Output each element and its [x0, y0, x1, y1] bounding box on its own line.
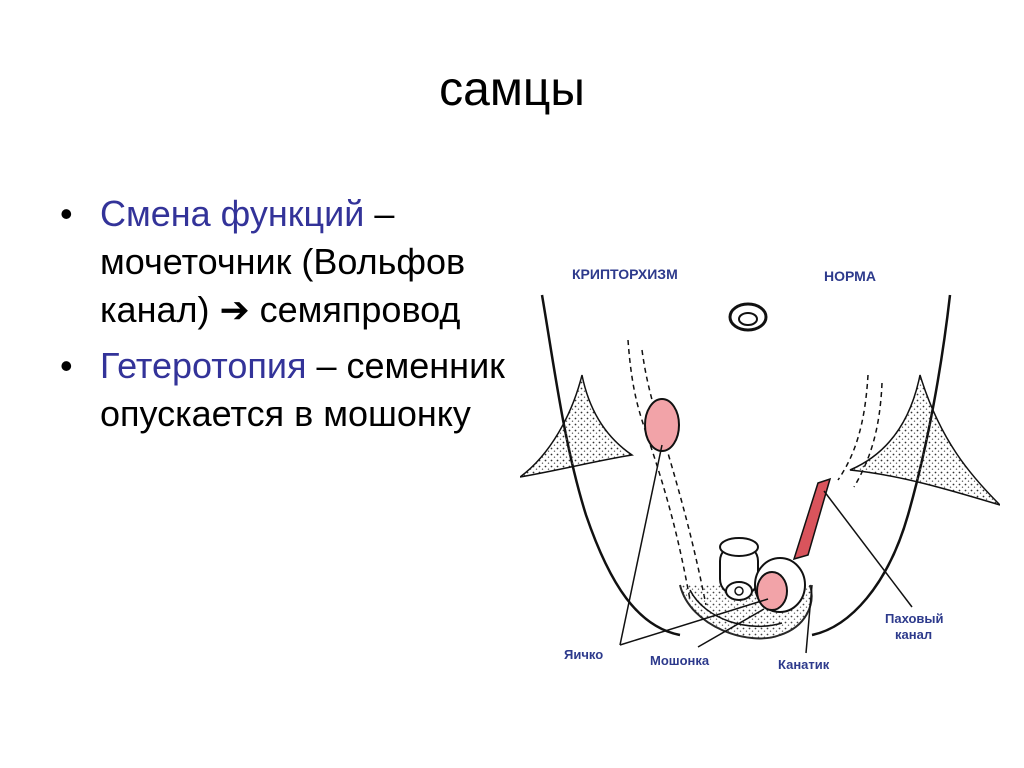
label-cryptorchidism: КРИПТОРХИЗМ — [572, 266, 678, 282]
penis — [719, 537, 759, 601]
right-arrow-icon: ➔ — [219, 289, 250, 330]
label-canal-line1: Паховый — [885, 611, 944, 626]
scrotum-inner — [689, 589, 783, 627]
bullet-item-2: • Гетеротопия – семенник опускается в мо… — [58, 342, 528, 438]
slide-title: самцы — [439, 63, 585, 116]
bullet-2-rest: – семенник опускается в мошонку — [100, 345, 505, 434]
bullet-1-lead: Смена функций — [100, 193, 365, 234]
bullet-item-1: • Смена функций – мочеточник (Вольфов ка… — [58, 190, 528, 334]
left-groin-fold — [520, 374, 634, 478]
bullet-2-lead: Гетеротопия — [100, 345, 307, 386]
right-canal-path — [837, 374, 869, 481]
label-cord: Канатик — [778, 657, 830, 672]
descended-testis — [756, 571, 788, 611]
label-canal-line2: канал — [895, 627, 932, 642]
bullet-dot-icon: • — [60, 345, 73, 386]
undescended-testis — [644, 398, 680, 452]
inguinal-canal — [792, 477, 832, 561]
label-scrotum: Мошонка — [650, 653, 710, 668]
bullet-dot-icon: • — [60, 193, 73, 234]
bullet-list: • Смена функций – мочеточник (Вольфов ка… — [58, 190, 528, 446]
bullet-1-rest: – мочеточник (Вольфов канал) — [100, 193, 466, 330]
label-testis: Яичко — [564, 647, 603, 662]
left-canal-path-inner — [641, 349, 707, 606]
anatomy-diagram: КРИПТОРХИЗМ НОРМА Яичко Мошонка — [520, 266, 1000, 672]
right-groin-fold — [849, 374, 1000, 506]
navel-icon — [728, 302, 768, 332]
pointer-lines — [619, 444, 913, 654]
left-canal-path — [627, 339, 691, 601]
bullet-1-tail: семяпровод — [249, 289, 461, 330]
body-outline — [540, 294, 952, 637]
label-norm: НОРМА — [824, 268, 876, 284]
